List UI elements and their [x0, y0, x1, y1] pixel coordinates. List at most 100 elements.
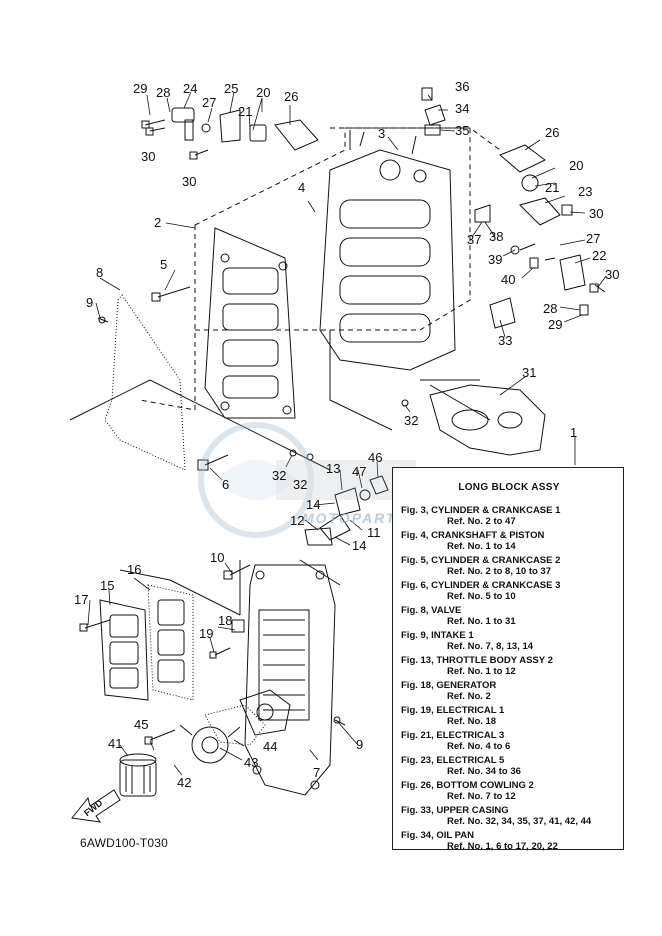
callout-2: 2: [154, 215, 162, 230]
fwd-arrow-outline: [71, 789, 121, 823]
callout-28a: 28: [156, 85, 171, 100]
callout-25: 25: [224, 81, 239, 96]
callout-15: 15: [100, 578, 115, 593]
callout-3: 3: [378, 126, 386, 141]
callout-17: 17: [74, 592, 89, 607]
callout-26b: 26: [545, 125, 560, 140]
callout-31: 31: [522, 365, 537, 380]
cylinder-head: [204, 227, 296, 419]
reference-item: Fig. 9, INTAKE 1 Ref. No. 7, 8, 13, 14: [401, 630, 617, 652]
reference-item: Fig. 3, CYLINDER & CRANKCASE 1 Ref. No. …: [401, 505, 617, 527]
callout-14a: 14: [306, 497, 321, 512]
reference-box-title: LONG BLOCK ASSY: [458, 482, 560, 493]
callout-40: 40: [501, 272, 516, 287]
callout-33: 33: [498, 333, 513, 348]
callout-32a: 32: [404, 413, 419, 428]
callout-45: 45: [134, 717, 149, 732]
callout-20a: 20: [256, 85, 271, 100]
callout-22: 22: [592, 248, 607, 263]
dashed-outline-cylinder: [330, 127, 501, 151]
thermostat-housing: [239, 689, 291, 736]
callout-20b: 20: [569, 158, 584, 173]
reference-figure: Fig. 18, GENERATOR: [401, 680, 497, 691]
cylinder-block: [319, 130, 456, 371]
callout-38: 38: [489, 229, 504, 244]
callout-39: 39: [488, 252, 503, 267]
callout-23: 23: [578, 184, 593, 199]
reference-numbers: Ref. No. 34 to 36: [447, 766, 521, 777]
catalog-code: 6AWD100-T030: [80, 836, 168, 850]
reference-numbers: Ref. No. 4 to 6: [447, 741, 511, 752]
callout-47: 47: [352, 464, 367, 479]
callout-30b: 30: [182, 174, 197, 189]
callout-44: 44: [263, 739, 278, 754]
reference-numbers: Ref. No. 7 to 12: [447, 791, 516, 802]
watermark-text: MOTOPARTS: [302, 510, 408, 526]
reference-numbers: Ref. No. 18: [447, 716, 497, 727]
callout-13: 13: [326, 461, 341, 476]
top-left-fittings: [141, 107, 319, 160]
callout-14b: 14: [352, 538, 367, 553]
callout-16: 16: [127, 562, 142, 577]
reference-figure: Fig. 26, BOTTOM COWLING 2: [401, 780, 534, 791]
bolt-set: [79, 286, 346, 745]
callout-10: 10: [210, 550, 225, 565]
callout-8: 8: [96, 265, 104, 280]
reference-item: Fig. 6, CYLINDER & CRANKCASE 3 Ref. No. …: [401, 580, 617, 602]
callout-1: 1: [570, 425, 578, 440]
reference-numbers: Ref. No. 1, 6 to 17, 20, 22: [447, 841, 558, 852]
callout-27b: 27: [586, 231, 601, 246]
callout-21b: 21: [545, 180, 560, 195]
callout-9b: 9: [356, 737, 364, 752]
reference-figure: Fig. 34, OIL PAN: [401, 830, 475, 841]
reference-item: Fig. 26, BOTTOM COWLING 2 Ref. No. 7 to …: [401, 780, 617, 802]
callout-34: 34: [455, 101, 470, 116]
reference-figure: Fig. 13, THROTTLE BODY ASSY 2: [401, 655, 553, 666]
head-gasket: [104, 294, 186, 471]
reference-item: Fig. 18, GENERATOR Ref. No. 2: [401, 680, 617, 702]
reference-numbers: Ref. No. 1 to 31: [447, 616, 516, 627]
callout-42: 42: [177, 775, 192, 790]
callout-30a: 30: [141, 149, 156, 164]
callout-9a: 9: [86, 295, 94, 310]
leader-lines: [87, 91, 607, 776]
reference-figure: Fig. 9, INTAKE 1: [401, 630, 474, 641]
callout-4: 4: [298, 180, 306, 195]
reference-item: Fig. 33, UPPER CASING Ref. No. 32, 34, 3…: [401, 805, 617, 827]
reference-figure: Fig. 4, CRANKSHAFT & PISTON: [401, 530, 545, 541]
reference-numbers: Ref. No. 7, 8, 13, 14: [447, 641, 534, 652]
callout-6: 6: [222, 477, 230, 492]
reference-item: Fig. 19, ELECTRICAL 1 Ref. No. 18: [401, 705, 617, 727]
callout-36: 36: [455, 79, 470, 94]
callout-12: 12: [290, 513, 305, 528]
reference-item: Fig. 4, CRANKSHAFT & PISTON Ref. No. 1 t…: [401, 530, 617, 552]
callout-41: 41: [108, 736, 123, 751]
reference-item: Fig. 23, ELECTRICAL 5 Ref. No. 34 to 36: [401, 755, 617, 777]
callout-30c: 30: [589, 206, 604, 221]
sensor-cluster: [289, 399, 409, 546]
callout-29a: 29: [133, 81, 148, 96]
callout-35: 35: [455, 123, 470, 138]
callout-37: 37: [467, 232, 482, 247]
reference-numbers: Ref. No. 1 to 12: [447, 666, 516, 677]
reference-figure: Fig. 19, ELECTRICAL 1: [401, 705, 505, 716]
reference-numbers: Ref. No. 2 to 47: [447, 516, 516, 527]
reference-numbers: Ref. No. 2: [447, 691, 491, 702]
side-cover: [99, 599, 149, 701]
reference-numbers: Ref. No. 1 to 14: [447, 541, 516, 552]
reference-figure: Fig. 5, CYLINDER & CRANKCASE 2: [401, 555, 561, 566]
top-right-fittings: [421, 87, 606, 329]
oil-pump-housing: [179, 724, 241, 764]
reference-figure: Fig. 33, UPPER CASING: [401, 805, 509, 816]
side-gasket: [147, 584, 194, 701]
exhaust-cover: [244, 564, 336, 796]
reference-figure: Fig. 8, VALVE: [401, 605, 462, 616]
callout-27a: 27: [202, 95, 217, 110]
callout-11: 11: [367, 525, 381, 540]
reference-item: Fig. 5, CYLINDER & CRANKCASE 2 Ref. No. …: [401, 555, 617, 577]
callout-43: 43: [244, 755, 259, 770]
dashed-outline-left: [139, 225, 196, 411]
callout-32c: 32: [293, 477, 308, 492]
callout-30d: 30: [605, 267, 620, 282]
